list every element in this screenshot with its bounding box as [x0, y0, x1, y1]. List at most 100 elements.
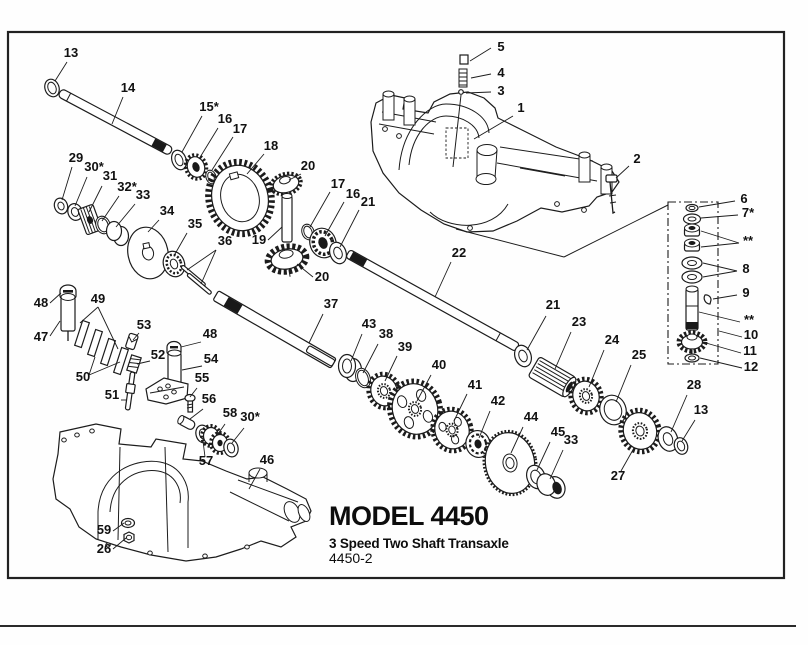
callout-56: 56 [202, 391, 216, 406]
part-ring-13b [673, 437, 689, 455]
callout-19: 19 [252, 232, 266, 247]
drawing-number: 4450-2 [329, 550, 373, 566]
part-spring-52 [126, 354, 142, 374]
leader-lines [49, 47, 743, 550]
title-block: MODEL 4450 3 Speed Two Shaft Transaxle 4… [329, 501, 510, 566]
part-shift-tower-group [59, 284, 239, 458]
part-ring-gear-18 [205, 158, 275, 238]
callout-4: 4 [497, 65, 505, 80]
part-gear-27 [618, 407, 662, 455]
callout-15: 15* [199, 99, 219, 114]
part-pins-36 [180, 264, 212, 295]
part-bevel-gear-11 [676, 330, 708, 354]
callout-37: 37 [324, 296, 338, 311]
callout-21a: 21 [361, 194, 375, 209]
part-ball-3 [458, 89, 464, 95]
callout-44: 44 [524, 409, 539, 424]
callout-14: 14 [121, 80, 136, 95]
callout-48b: 48 [203, 326, 217, 341]
part-disc-gear-44 [482, 429, 538, 497]
part-right-axle-cluster [513, 344, 689, 455]
callout-38: 38 [379, 326, 393, 341]
part-ring-13a [44, 78, 60, 98]
callout-29: 29 [69, 150, 83, 165]
callout-53: 53 [137, 317, 151, 332]
part-upper-housing [370, 54, 620, 233]
callout-33b: 33 [564, 432, 578, 447]
callout-13a: 13 [64, 45, 78, 60]
callout-33a: 33 [136, 187, 150, 202]
callout-9: 9 [742, 285, 749, 300]
part-shaft-37 [213, 290, 337, 369]
callout-36: 36 [218, 233, 232, 248]
callout-25: 25 [632, 347, 646, 362]
callout-16b: 16 [346, 186, 360, 201]
callout-3: 3 [497, 83, 504, 98]
callout-22: 22 [452, 245, 466, 260]
callout-1: 1 [517, 100, 524, 115]
callout-star2: ** [744, 312, 755, 327]
callout-17a: 17 [233, 121, 247, 136]
part-ring-25 [599, 394, 627, 426]
callout-5: 5 [497, 39, 504, 54]
part-shaft-14 [58, 89, 173, 155]
part-hub-42 [465, 429, 491, 459]
part-lower-housing [52, 423, 312, 562]
callout-52: 52 [151, 347, 165, 362]
part-nut-26 [123, 531, 135, 544]
part-bearing-35 [162, 250, 186, 278]
callout-7: 7* [742, 205, 755, 220]
part-gear-20a [269, 171, 303, 197]
part-bolt-55 [184, 393, 196, 413]
callout-57: 57 [199, 453, 213, 468]
part-washer-59 [120, 517, 136, 529]
callout-32: 32* [117, 179, 137, 194]
callout-20a: 20 [301, 158, 315, 173]
callout-28: 28 [687, 377, 701, 392]
part-disc-34 [127, 226, 169, 280]
part-roll-pin-5 [459, 54, 469, 65]
page-frame [0, 30, 796, 627]
callout-star1: ** [743, 233, 754, 248]
callout-20b: 20 [315, 269, 329, 284]
callout-59: 59 [97, 522, 111, 537]
part-input-shaft-group [44, 78, 520, 351]
callout-21b: 21 [546, 297, 560, 312]
callout-48a: 48 [34, 295, 48, 310]
part-spacer-row [53, 197, 212, 295]
callout-43: 43 [362, 316, 376, 331]
part-bolt-2 [605, 174, 618, 215]
callout-40: 40 [432, 357, 446, 372]
callout-41: 41 [468, 377, 482, 392]
part-washer-15 [170, 149, 188, 171]
callout-50: 50 [76, 369, 90, 384]
callout-16a: 16 [218, 111, 232, 126]
part-spring-4 [458, 68, 468, 88]
part-bevel-gear-20b [264, 243, 310, 277]
callout-35: 35 [188, 216, 202, 231]
callout-34: 34 [160, 203, 175, 218]
part-bushing-29 [53, 197, 69, 215]
part-cup-33a [105, 220, 130, 247]
callout-54: 54 [204, 351, 219, 366]
callout-42: 42 [491, 393, 505, 408]
part-rod-51 [124, 371, 136, 411]
part-bevel-pinion-box [667, 201, 719, 365]
callout-13b: 13 [694, 402, 708, 417]
callout-49: 49 [91, 291, 105, 306]
part-axle-shaft-22 [346, 249, 520, 351]
callout-55: 55 [195, 370, 209, 385]
callout-30b: 30* [240, 409, 260, 424]
part-gear-40 [386, 378, 444, 440]
callout-58: 58 [223, 405, 237, 420]
part-bearing-cup-b [683, 238, 701, 252]
part-washer-28 [657, 426, 679, 452]
callout-30a: 30* [84, 159, 104, 174]
callout-12: 12 [744, 359, 758, 374]
part-shift-keys-49-50 [73, 319, 130, 376]
part-oring-17b [301, 223, 315, 241]
callout-11: 11 [743, 343, 757, 358]
part-plunger-47 [60, 293, 76, 341]
callout-8: 8 [742, 261, 749, 276]
callout-47: 47 [34, 329, 48, 344]
